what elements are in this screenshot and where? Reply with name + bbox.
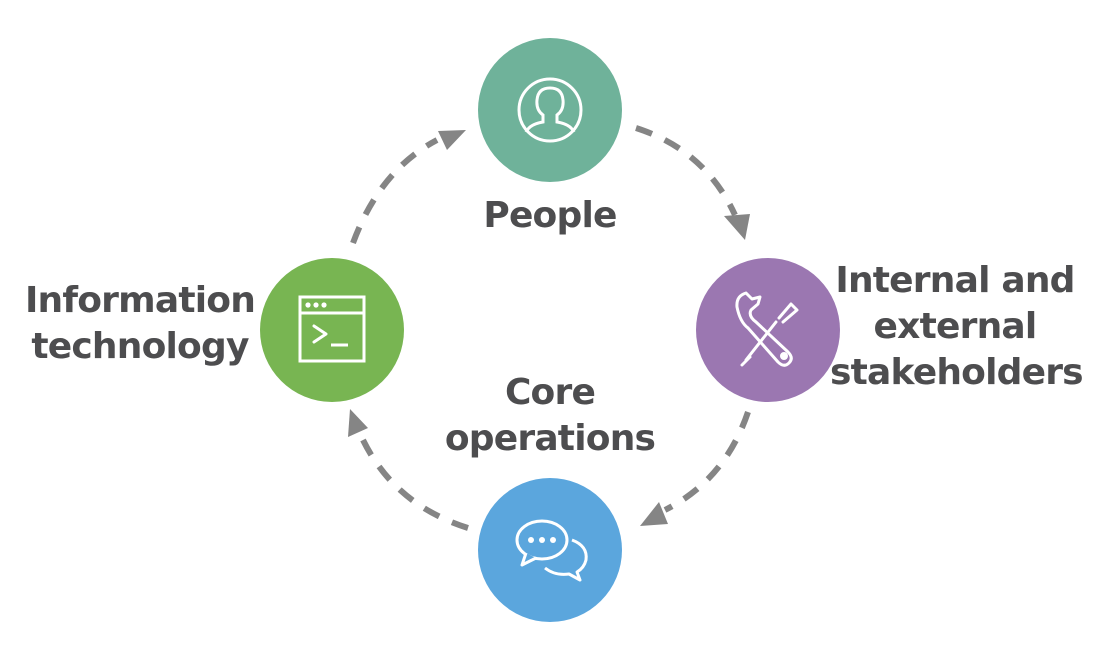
person-icon	[517, 77, 583, 143]
label-people: People	[450, 193, 650, 239]
chat-bubbles-icon	[515, 519, 588, 582]
arrow-it-to-people	[350, 130, 466, 245]
arrow-people-to-stakeholders	[635, 125, 750, 240]
label-line: stakeholders	[830, 352, 1084, 393]
arrow-stakeholders-to-core	[640, 411, 751, 526]
label-line: technology	[31, 326, 249, 367]
label-line: Core	[504, 372, 596, 413]
label-line: operations	[444, 418, 656, 459]
node-stakeholders	[696, 258, 840, 402]
label-stakeholders: Internal and external stakeholders	[830, 258, 1084, 396]
node-core-operations	[478, 478, 622, 622]
label-information-technology: Information technology	[20, 278, 260, 370]
label-core-operations: Core operations	[440, 370, 660, 462]
node-people	[478, 38, 622, 182]
label-line: Internal and	[835, 260, 1075, 301]
label-line: Information	[24, 280, 256, 321]
label-line: external	[873, 306, 1038, 347]
label-line: People	[483, 195, 617, 236]
node-information-technology	[260, 258, 404, 402]
tools-icon	[735, 291, 799, 367]
terminal-window-icon	[298, 295, 366, 363]
arrow-core-to-it	[348, 409, 469, 531]
